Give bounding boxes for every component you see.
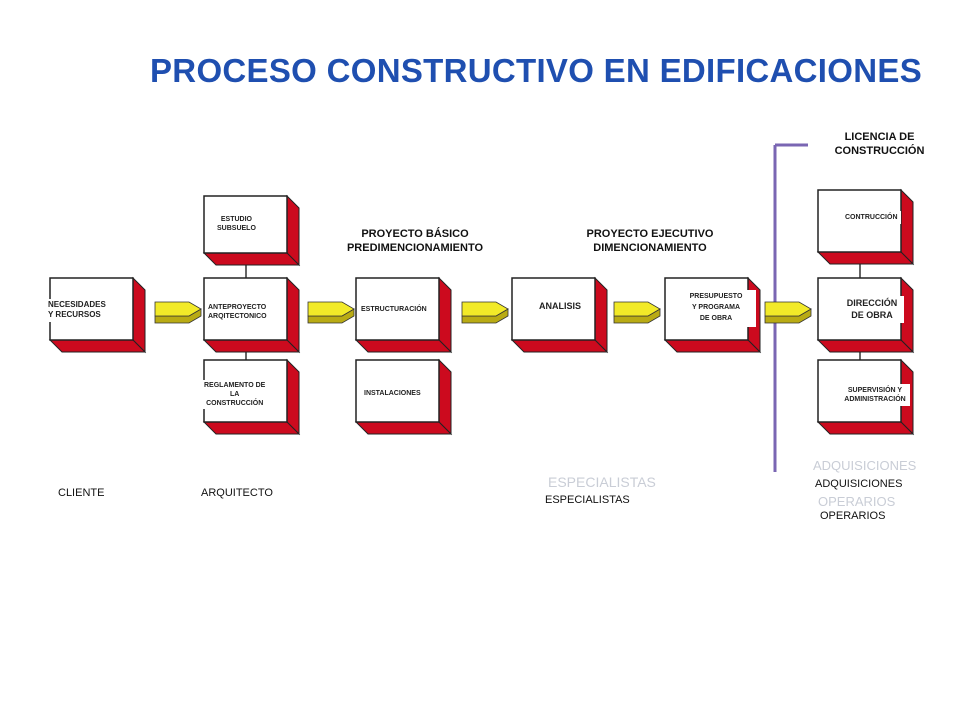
arrow-2-face bbox=[307, 301, 355, 317]
role-operarios: OPERARIOS bbox=[820, 510, 886, 522]
box-direccion bbox=[816, 276, 915, 354]
box-anteproyecto-side bbox=[286, 276, 300, 354]
arrow-1-face bbox=[154, 301, 202, 317]
role-adquisiciones: ADQUISICIONES bbox=[815, 478, 903, 490]
box-estructuracion-label: ESTRUCTURACIÓN bbox=[358, 303, 430, 317]
box-supervision-bottom bbox=[816, 421, 915, 435]
box-reglamento-bottom bbox=[202, 421, 301, 435]
box-analisis-bottom bbox=[510, 339, 609, 353]
box-reglamento-label: REGLAMENTO DE LA CONSTRUCCIÓN bbox=[200, 380, 270, 410]
page-title: PROCESO CONSTRUCTIVO EN EDIFICACIONES bbox=[150, 52, 923, 89]
box-estudio-bottom bbox=[202, 252, 301, 266]
box-direccion-bottom bbox=[816, 339, 915, 353]
box-analisis-side bbox=[594, 276, 608, 354]
box-estructuracion-bottom bbox=[354, 339, 453, 353]
ghost-adquisiciones: ADQUISICIONES bbox=[813, 458, 917, 473]
stage-licencia: LICENCIA DE CONSTRUCCIÓN bbox=[834, 131, 925, 157]
box-supervision-label: SUPERVISIÓN Y ADMINISTRACIÓN bbox=[840, 384, 910, 407]
stage-ejecutivo: PROYECTO EJECUTIVO DIMENCIONAMIENTO bbox=[586, 228, 714, 254]
role-arquitecto: ARQUITECTO bbox=[201, 487, 273, 499]
box-instalaciones-label: INSTALACIONES bbox=[361, 387, 424, 401]
stage-basico: PROYECTO BÁSICO PREDIMENCIONAMIENTO bbox=[346, 228, 484, 254]
arrows-layer bbox=[154, 301, 812, 324]
box-anteproyecto-bottom bbox=[202, 339, 301, 353]
box-presupuesto-bottom bbox=[663, 339, 762, 353]
role-cliente: CLIENTE bbox=[58, 487, 105, 499]
box-construccion-bottom bbox=[816, 251, 915, 265]
box-necesidades-side bbox=[132, 276, 146, 354]
box-reglamento-side bbox=[286, 358, 300, 436]
arrow-3 bbox=[461, 301, 509, 324]
arrow-2 bbox=[307, 301, 355, 324]
box-anteproyecto-label: ANTEPROYECTO ARQITECTONICO bbox=[206, 302, 269, 323]
box-supervision bbox=[816, 358, 915, 436]
arrow-5 bbox=[764, 301, 812, 324]
box-instalaciones-side bbox=[438, 358, 452, 436]
arrow-3-face bbox=[461, 301, 509, 317]
ghost-operarios: OPERARIOS bbox=[818, 494, 896, 509]
role-especialistas: ESPECIALISTAS bbox=[545, 494, 630, 506]
arrow-4-face bbox=[613, 301, 661, 317]
box-construccion-label: CONTRUCCIÓN bbox=[842, 211, 901, 225]
box-instalaciones-bottom bbox=[354, 421, 453, 435]
arrow-1 bbox=[154, 301, 202, 324]
box-construccion-side bbox=[900, 188, 914, 266]
arrow-5-face bbox=[764, 301, 812, 317]
box-necesidades-bottom bbox=[48, 339, 147, 353]
box-analisis-label: ANALISIS bbox=[528, 297, 592, 317]
ghost-especialistas: ESPECIALISTAS bbox=[548, 474, 656, 490]
box-presupuesto-label: PRESUPUESTO Y PROGRAMA DE OBRA bbox=[676, 290, 756, 327]
box-estudio-label: ESTUDIO SUBSUELO bbox=[214, 214, 259, 235]
box-estructuracion-side bbox=[438, 276, 452, 354]
arrow-4 bbox=[613, 301, 661, 324]
box-direccion-label: DIRECCIÓN DE OBRA bbox=[840, 296, 904, 324]
box-necesidades-label: NECESIDADES Y RECURSOS bbox=[46, 299, 108, 322]
box-construccion bbox=[816, 188, 915, 266]
